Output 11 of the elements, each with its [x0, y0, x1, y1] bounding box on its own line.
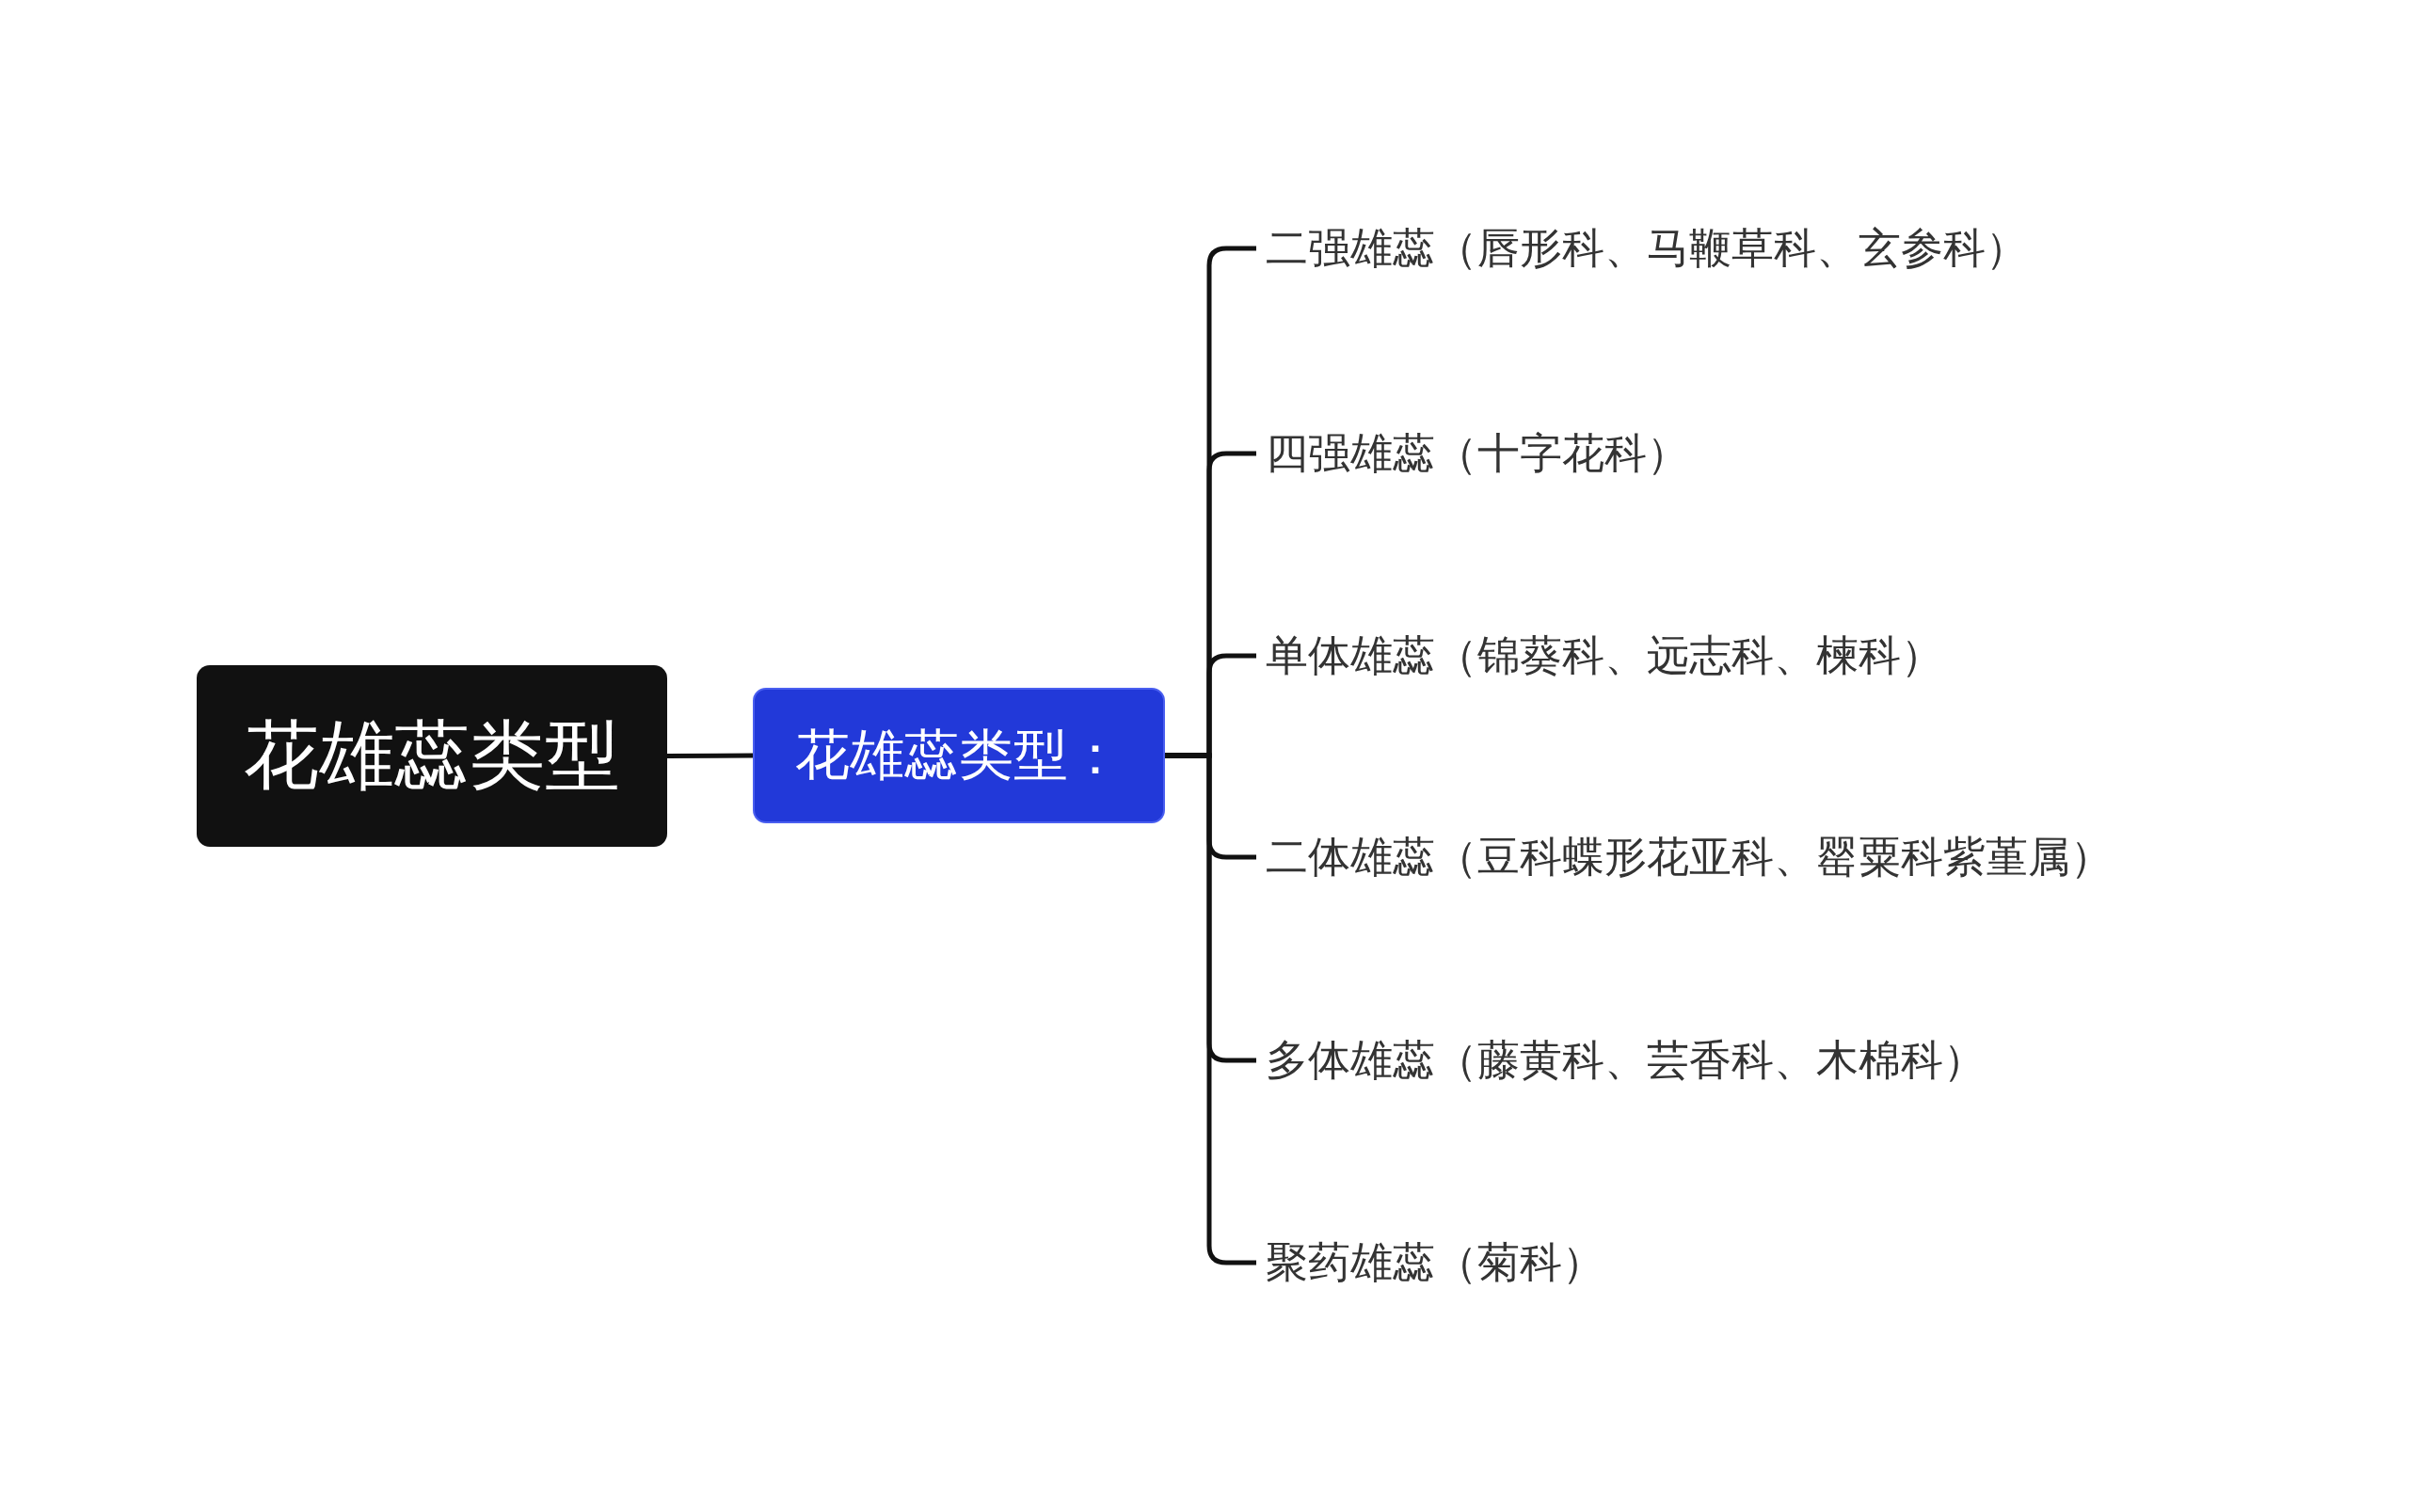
topic-label: 花雄蕊类型：	[795, 722, 1123, 788]
branch-label: 多体雄蕊（藤黄科、芸香科、木棉科）	[1266, 1034, 1986, 1087]
branch-label: 四强雄蕊（十字花科）	[1266, 427, 1689, 480]
branch-label: 二强雄蕊（唇形科、马鞭草科、玄参科）	[1266, 222, 2028, 275]
topic-label: 花雄蕊类型	[244, 709, 620, 801]
branch-label: 单体雄蕊（锦葵科、远志科、楝科）	[1266, 629, 1943, 682]
root-topic-box	[197, 665, 667, 847]
main-topic-box	[753, 688, 1165, 823]
connector-line	[667, 753, 753, 758]
branch-label: 聚药雄蕊（菊科）	[1266, 1236, 1604, 1289]
branch-label: 二体雄蕊（豆科蝶形花亚科、罂粟科紫堇属）	[1266, 831, 2113, 883]
